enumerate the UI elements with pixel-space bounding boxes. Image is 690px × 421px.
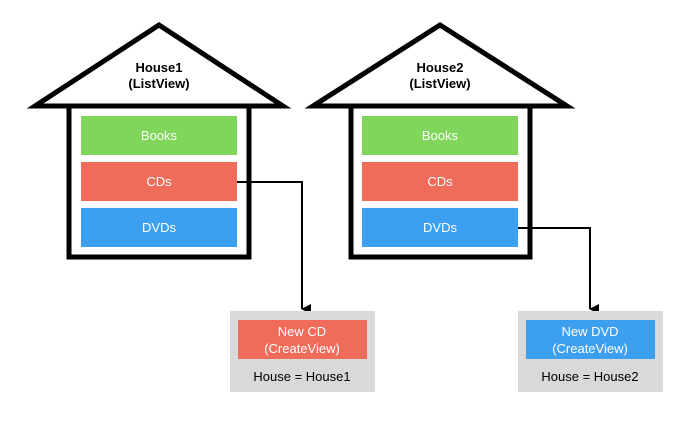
house-1-view-type: (ListView) <box>128 76 189 91</box>
new-dvd-view-type: (CreateView) <box>552 341 628 356</box>
new-cd-house-assignment: House = House1 <box>253 369 350 384</box>
house-2-item-dvds-label: DVDs <box>423 220 457 235</box>
house-1-item-dvds-label: DVDs <box>142 220 176 235</box>
new-cd-button[interactable]: New CD (CreateView) <box>238 320 367 359</box>
house-1-item-books-label: Books <box>141 128 178 143</box>
new-dvd-title: New DVD <box>561 324 618 339</box>
house-2-item-books[interactable]: Books <box>362 116 518 155</box>
new-dvd-house-assignment: House = House2 <box>541 369 638 384</box>
house-2-view-type: (ListView) <box>409 76 470 91</box>
house-2-item-cds-label: CDs <box>427 174 453 189</box>
house-1-item-cds[interactable]: CDs <box>81 162 237 201</box>
connector-dvds-to-new-dvd <box>518 227 599 314</box>
create-view-new-cd: New CD (CreateView) House = House1 <box>230 311 375 392</box>
house-2-item-books-label: Books <box>422 128 459 143</box>
house-2-name: House2 <box>417 60 464 75</box>
house-2-item-dvds[interactable]: DVDs <box>362 208 518 247</box>
new-cd-title: New CD <box>278 324 326 339</box>
house-1-item-cds-label: CDs <box>146 174 172 189</box>
house-2-item-cds[interactable]: CDs <box>362 162 518 201</box>
house-1-item-dvds[interactable]: DVDs <box>81 208 237 247</box>
new-dvd-button[interactable]: New DVD (CreateView) <box>526 320 655 359</box>
new-cd-view-type: (CreateView) <box>264 341 340 356</box>
house-1-name: House1 <box>136 60 183 75</box>
create-view-new-dvd: New DVD (CreateView) House = House2 <box>518 311 663 392</box>
connector-cds-to-new-cd <box>237 181 311 314</box>
house-1: House1 (ListView) Books CDs DVDs <box>26 22 292 260</box>
house-1-item-books[interactable]: Books <box>81 116 237 155</box>
house-2: House2 (ListView) Books CDs DVDs <box>304 22 576 260</box>
